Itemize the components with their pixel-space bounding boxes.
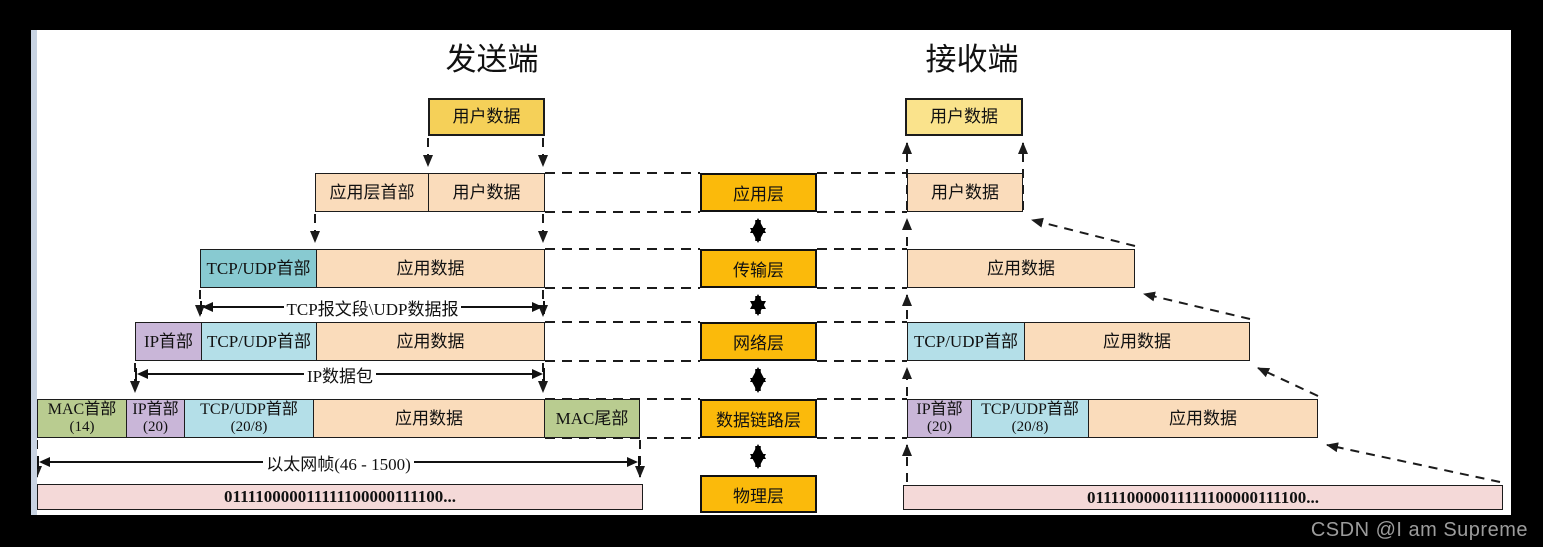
receiver-title: 接收端 xyxy=(925,42,1019,77)
sender-row-application: 应用层首部 用户数据 xyxy=(315,173,545,212)
box-ip-header: IP首部 xyxy=(136,323,201,360)
box-mac-header: MAC首部(14) xyxy=(38,400,126,437)
left-accent-line xyxy=(31,30,37,515)
watermark-text: CSDN @I am Supreme xyxy=(1310,519,1528,541)
box-mac-trailer: MAC尾部 xyxy=(544,400,639,437)
right-black-bar xyxy=(1511,30,1543,515)
measure-tcp-segment: TCP报文段\UDP数据报 xyxy=(200,296,546,319)
box-user-data: 用户数据 xyxy=(430,100,543,134)
sender-row-user-data: 用户数据 xyxy=(428,98,545,136)
sender-row-datalink: MAC首部(14) IP首部(20) TCP/UDP首部(20/8) 应用数据 … xyxy=(37,399,640,438)
box-tcp-udp-header: TCP/UDP首部 xyxy=(201,323,316,360)
box-ip-header: IP首部(20) xyxy=(908,400,971,437)
box-app-data: 应用数据 xyxy=(316,250,544,287)
arrow-right-icon xyxy=(532,369,543,379)
receiver-diagonal-arrows xyxy=(1031,217,1501,483)
box-app-data: 应用数据 xyxy=(908,250,1134,287)
receiver-row-application: 用户数据 xyxy=(907,173,1023,212)
arrow-left-icon xyxy=(137,369,148,379)
box-tcp-udp-header: TCP/UDP首部(20/8) xyxy=(184,400,313,437)
arrow-right-icon xyxy=(532,302,544,312)
box-app-data: 应用数据 xyxy=(1088,400,1317,437)
box-user-data: 用户数据 xyxy=(907,100,1021,134)
box-app-data: 应用数据 xyxy=(313,400,544,437)
arrow-left-icon xyxy=(39,457,50,467)
sender-row-transport: TCP/UDP首部 应用数据 xyxy=(200,249,545,288)
box-app-data: 应用数据 xyxy=(1024,323,1249,360)
arrow-left-icon xyxy=(202,302,213,312)
box-app-data: 应用数据 xyxy=(316,323,544,360)
sender-bitstream-box: 011110000011111100000111100... xyxy=(37,484,643,510)
sender-title: 发送端 xyxy=(445,42,539,77)
layer-box-transport: 传输层 xyxy=(700,249,817,288)
receiver-bitstream-box: 011110000011111100000111100... xyxy=(903,485,1503,510)
box-user-data: 用户数据 xyxy=(428,174,544,211)
measure-ethernet-frame: 以太网帧(46 - 1500) xyxy=(37,451,641,474)
box-user-data: 用户数据 xyxy=(908,174,1022,211)
top-black-bar xyxy=(0,0,1543,30)
box-app-layer-header: 应用层首部 xyxy=(316,174,429,211)
sender-row-network: IP首部 TCP/UDP首部 应用数据 xyxy=(135,322,545,361)
left-black-bar xyxy=(0,30,31,515)
receiver-row-datalink: IP首部(20) TCP/UDP首部(20/8) 应用数据 xyxy=(907,399,1318,438)
layer-box-datalink: 数据链路层 xyxy=(700,399,817,438)
box-ip-header: IP首部(20) xyxy=(126,400,184,437)
measure-ip-packet: IP数据包 xyxy=(135,363,545,386)
box-tcp-udp-header: TCP/UDP首部 xyxy=(201,250,316,287)
receiver-row-transport: 应用数据 xyxy=(907,249,1135,288)
box-tcp-udp-header: TCP/UDP首部 xyxy=(908,323,1024,360)
box-tcp-udp-header: TCP/UDP首部(20/8) xyxy=(971,400,1088,437)
receiver-row-user-data: 用户数据 xyxy=(905,98,1023,136)
layer-box-application: 应用层 xyxy=(700,173,817,212)
arrow-right-icon xyxy=(627,457,639,467)
layer-box-network: 网络层 xyxy=(700,322,817,361)
receiver-row-network: TCP/UDP首部 应用数据 xyxy=(907,322,1250,361)
bottom-black-bar xyxy=(0,515,1543,547)
layer-box-physical: 物理层 xyxy=(700,475,817,513)
